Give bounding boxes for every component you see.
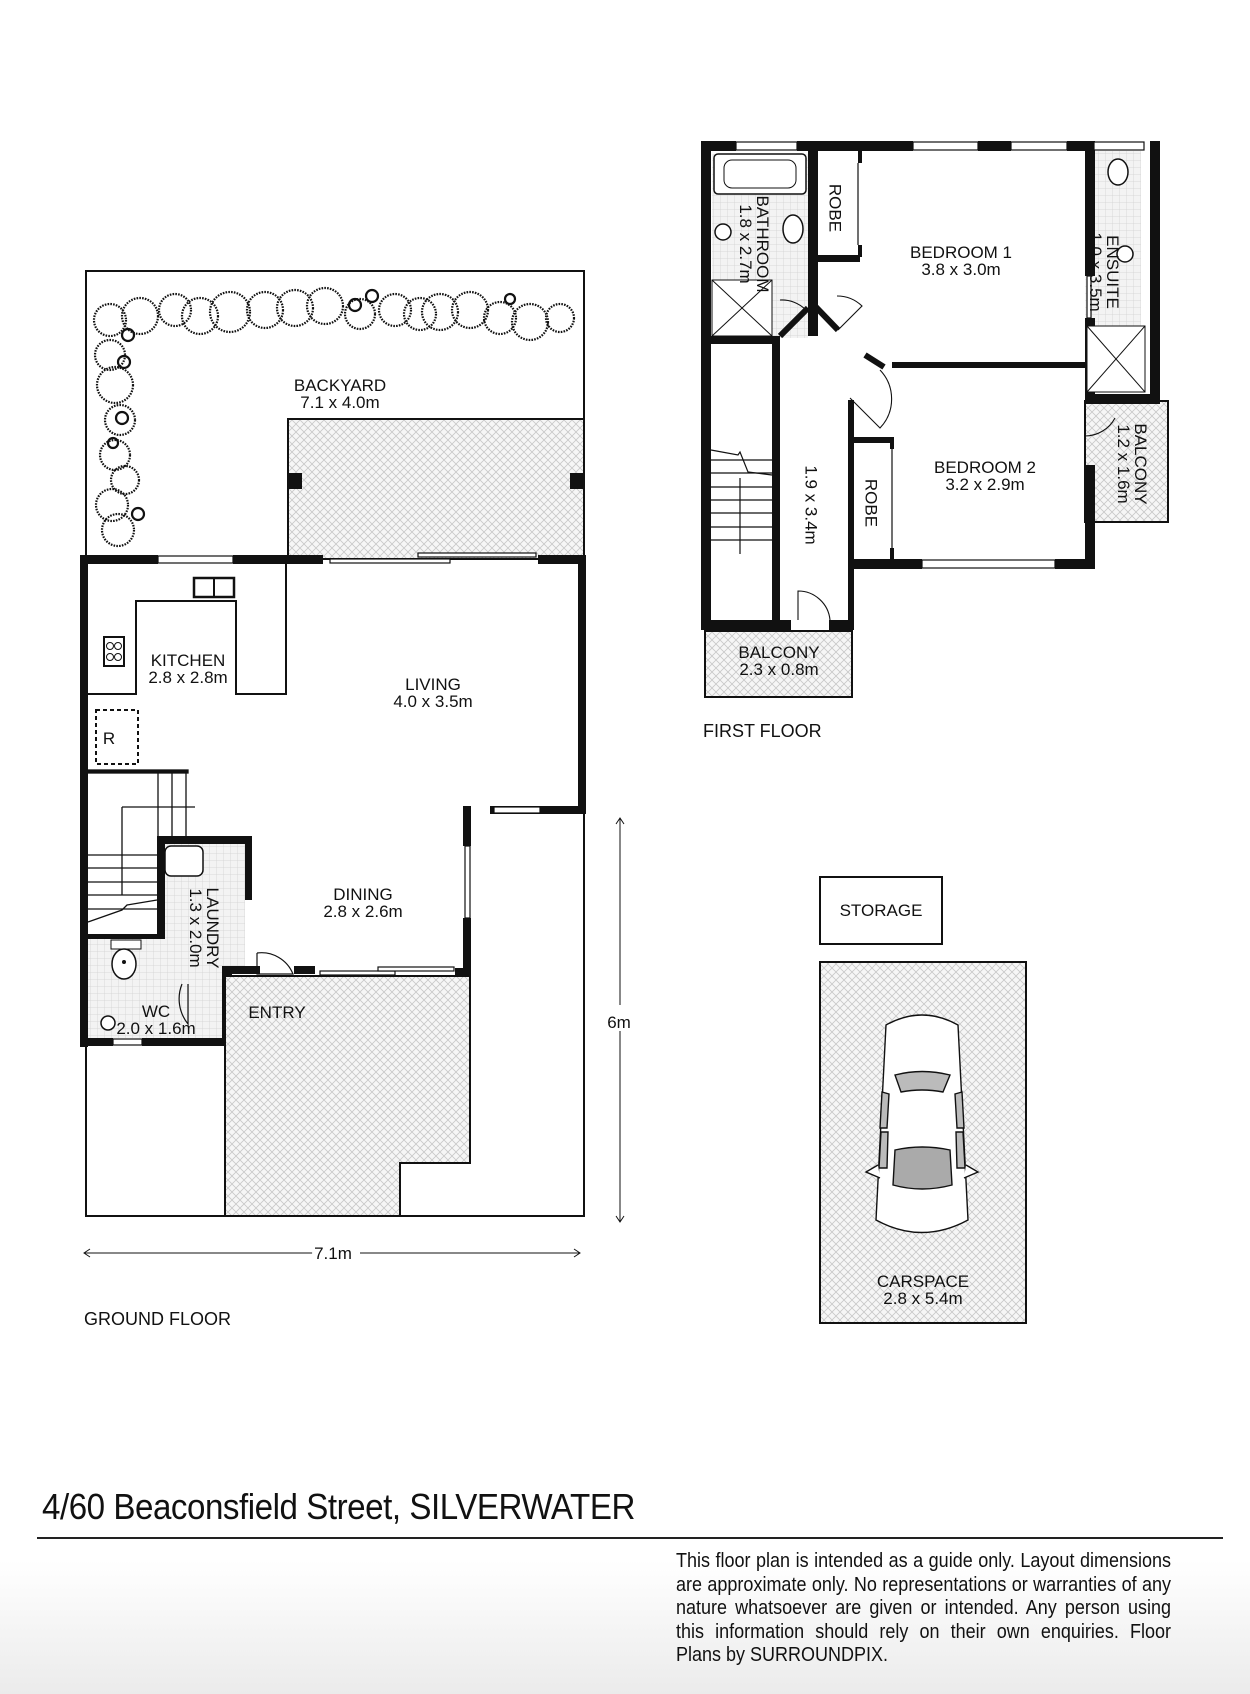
room-label-robe-1: ROBE <box>825 183 845 233</box>
laundry-tub-icon <box>164 845 204 877</box>
balcony-front <box>704 630 853 698</box>
first-floor-title: FIRST FLOOR <box>703 721 822 741</box>
toilet-icon <box>782 214 804 244</box>
page-bottom-gradient <box>0 1560 1250 1694</box>
room-label-balcony-side: BALCONY 1.2 x 1.6m <box>1114 423 1150 505</box>
hedge-plants <box>92 286 576 548</box>
ground-stairs <box>87 769 195 923</box>
dimension-lines <box>83 817 625 1258</box>
ensuite-toilet-icon <box>1107 158 1129 186</box>
room-label-living: LIVING 4.0 x 3.5m <box>393 675 473 711</box>
first-floor-plan <box>701 141 1169 1324</box>
balcony-side <box>1084 400 1169 523</box>
title-divider <box>37 1537 1223 1539</box>
basin-icon <box>714 223 732 241</box>
patio <box>287 418 585 560</box>
room-label-ensuite: ENSUITE 1.0 x 3.5m <box>1086 232 1122 312</box>
room-label-bedroom-2: BEDROOM 2 3.2 x 2.9m <box>933 458 1037 494</box>
room-label-balcony-front: BALCONY 2.3 x 0.8m <box>738 643 820 679</box>
room-label-laundry: LAUNDRY 1.3 x 2.0m <box>186 887 222 969</box>
disclaimer-text: This floor plan is intended as a guide o… <box>676 1550 1171 1666</box>
room-label-backyard: BACKYARD 7.1 x 4.0m <box>293 376 387 412</box>
basin-icon <box>100 1015 116 1031</box>
storage-label: STORAGE <box>839 901 923 920</box>
ground-floor-title: GROUND FLOOR <box>84 1309 232 1329</box>
ensuite-basin-icon <box>1116 245 1134 263</box>
ground-floor-plan <box>80 270 625 1258</box>
room-label-hall: 1.9 x 3.4m <box>801 465 821 545</box>
bathtub-icon <box>713 153 807 195</box>
fridge-symbol: R <box>102 729 116 748</box>
room-label-robe-2: ROBE <box>861 478 881 528</box>
room-label-bathroom: BATHROOM 1.8 x 2.7m <box>736 195 772 293</box>
fridge-space <box>95 709 139 765</box>
room-label-kitchen: KITCHEN 2.8 x 2.8m <box>148 651 228 687</box>
room-label-bedroom-1: BEDROOM 1 3.8 x 3.0m <box>909 243 1013 279</box>
room-label-entry: ENTRY <box>248 1003 306 1022</box>
car-icon <box>864 1014 980 1234</box>
width-dimension: 7.1m <box>312 1244 354 1263</box>
depth-dimension: 6m <box>607 1013 631 1032</box>
storage-box <box>819 876 943 945</box>
cooktop-icon <box>103 636 125 667</box>
property-address-title: 4/60 Beaconsfield Street, SILVERWATER <box>42 1486 635 1527</box>
first-floor-stairs <box>710 449 773 554</box>
carspace-label: CARSPACE 2.8 x 5.4m <box>876 1272 970 1308</box>
room-label-dining: DINING 2.8 x 2.6m <box>323 885 403 921</box>
room-label-wc: WC 2.0 x 1.6m <box>116 1002 196 1038</box>
